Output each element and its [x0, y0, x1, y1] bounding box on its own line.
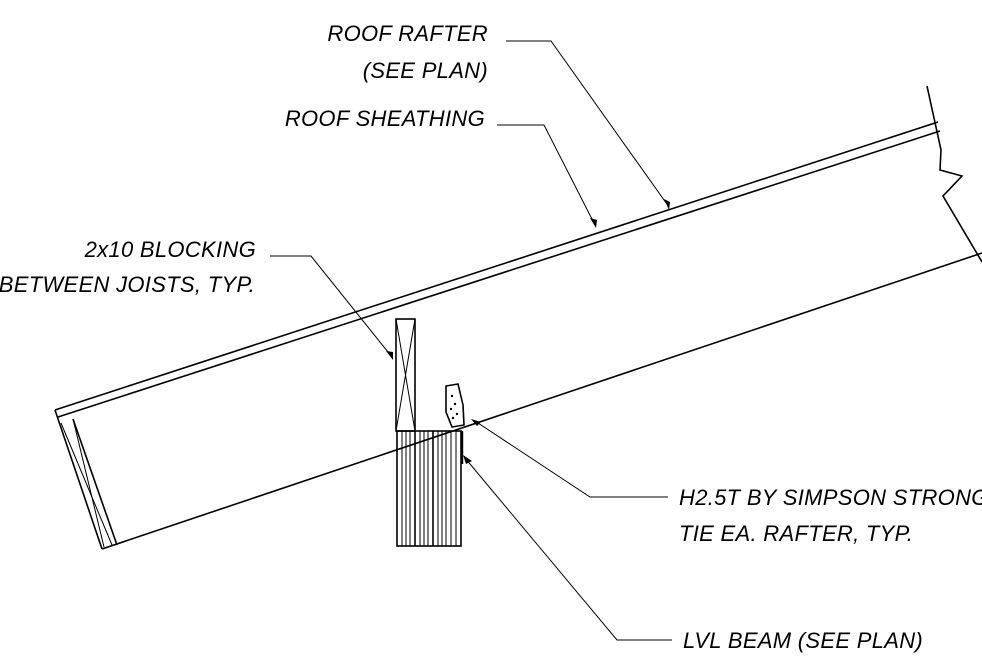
leader-blocking [270, 255, 393, 360]
label-hanger-line1: H2.5T BY SIMPSON STRONG [679, 485, 982, 510]
label-lvl-beam: LVL BEAM (SEE PLAN) [683, 628, 923, 653]
label-roof-rafter-line2: (SEE PLAN) [363, 58, 488, 83]
label-roof-rafter-line1: ROOF RAFTER [327, 21, 488, 46]
blocking-2x10 [395, 318, 416, 432]
roof-rafter [54, 85, 982, 550]
lvl-beam [396, 430, 464, 547]
rafter-end-block [60, 418, 118, 548]
leader-lvl-beam [463, 455, 672, 641]
label-roof-sheathing: ROOF SHEATHING [285, 106, 485, 131]
label-blocking-line1: 2x10 BLOCKING [84, 237, 256, 262]
leader-roof-rafter [506, 40, 670, 210]
leader-roof-sheathing [497, 124, 597, 228]
label-hanger-line2: TIE EA. RAFTER, TYP. [679, 521, 913, 546]
leader-hurricane-tie [471, 419, 668, 498]
hurricane-tie [445, 383, 465, 428]
label-blocking-line2: BETWEEN JOISTS, TYP. [0, 272, 255, 297]
